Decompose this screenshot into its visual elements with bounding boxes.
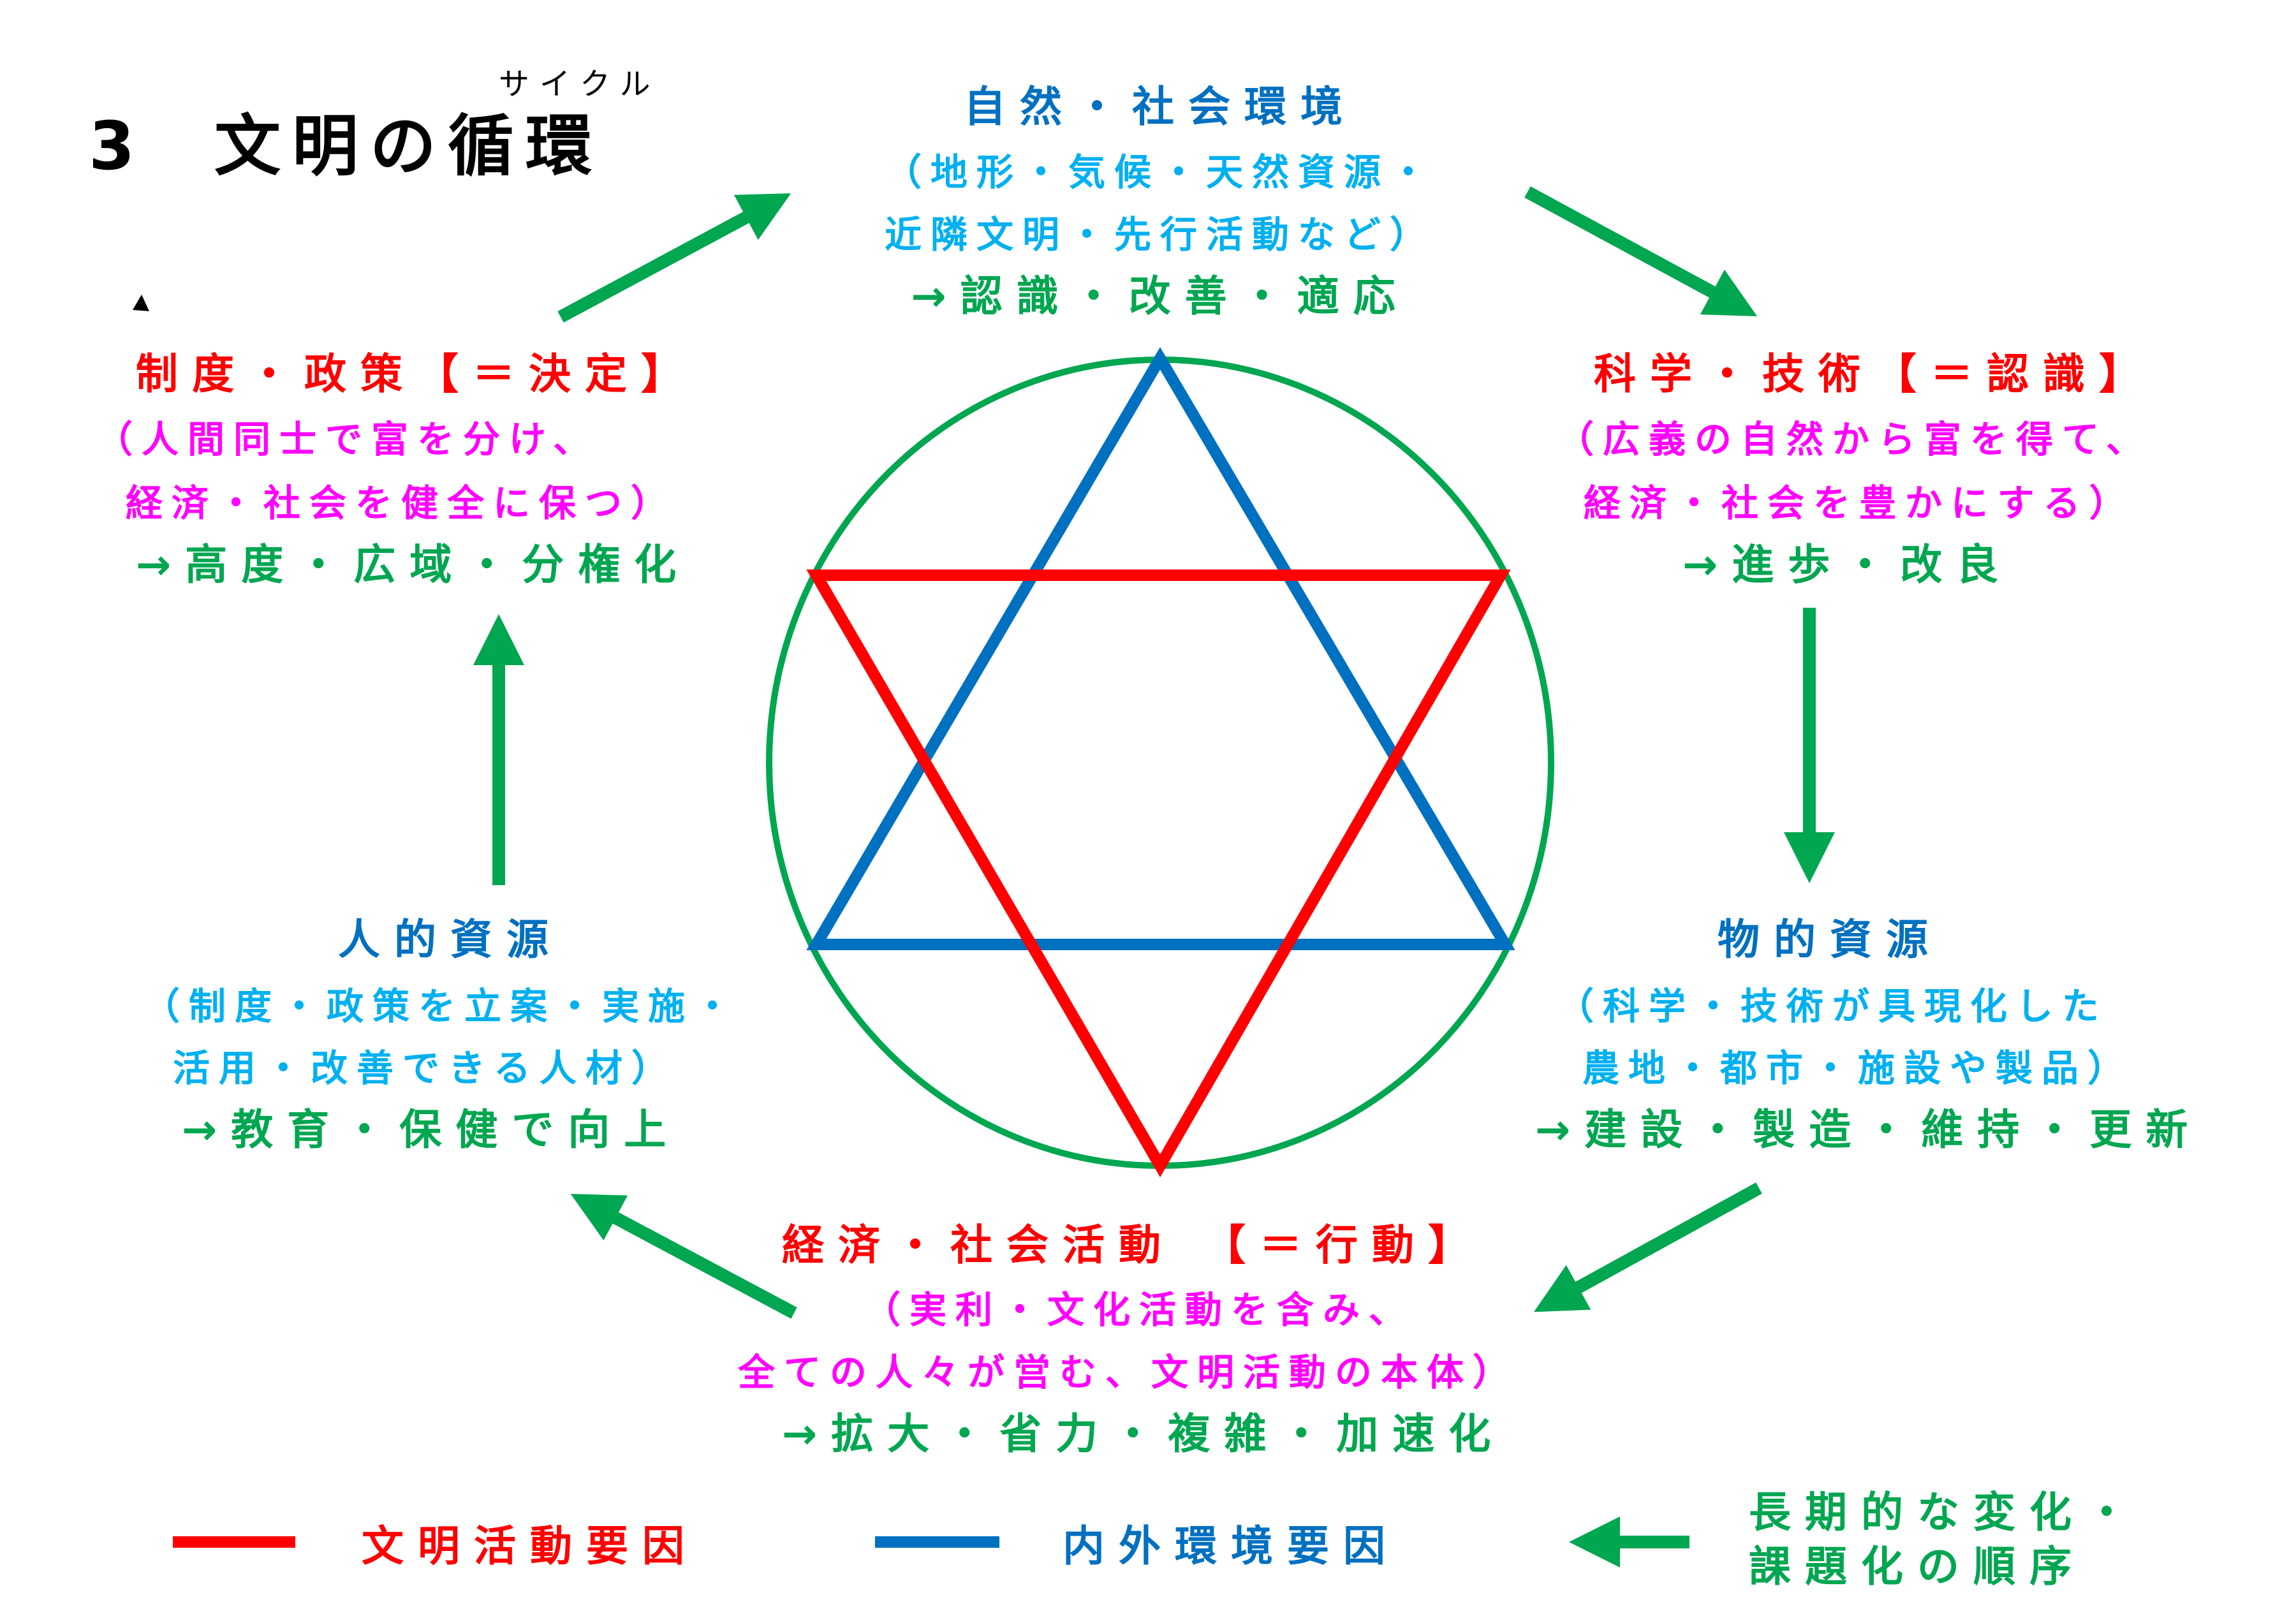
title-ruby: サイクル	[499, 66, 661, 102]
legend-arrow-label: 長期的な変化・	[1749, 1488, 2142, 1537]
node-material: 物的資源 （科学・技術が具現化した 農地・都市・施設や製品） →建設・製造・維持…	[1535, 915, 2202, 1154]
node-result: →認識・改善・適応	[911, 272, 1409, 321]
legend-arrow-label: 課題化の順序	[1749, 1542, 2086, 1591]
node-description: 経済・社会を豊かにする）	[1584, 481, 2135, 525]
legend: 文明活動要因 内外環境要因 長期的な変化・ 課題化の順序	[173, 1488, 2142, 1591]
node-description: （人間同士で富を分け、	[96, 418, 599, 461]
node-description: （広義の自然から富を得て、	[1557, 418, 2152, 461]
arrow-environment-to-science	[1524, 186, 1758, 317]
node-result: →高度・広域・分権化	[136, 540, 690, 589]
node-heading: 科学・技術【＝認識】	[1594, 349, 2155, 399]
environment-triangle	[806, 347, 1515, 950]
node-heading: 経済・社会活動 【＝行動】	[782, 1221, 1484, 1270]
node-description: （制度・政策を立案・実施・	[143, 985, 740, 1028]
arrow-material-to-economy	[1533, 1182, 1762, 1312]
node-result: →建設・製造・維持・更新	[1535, 1105, 2202, 1154]
node-description: （実利・文化活動を含み、	[864, 1288, 1415, 1332]
title-number: 3	[89, 107, 146, 185]
node-heading: 人的資源	[338, 915, 563, 964]
node-result: →教育・保健で向上	[182, 1105, 680, 1154]
arrow-economy-to-human	[570, 1194, 797, 1319]
node-heading: 制度・政策【＝決定】	[136, 349, 697, 399]
legend-activity-label: 文明活動要因	[362, 1522, 698, 1571]
legend-environment-label: 内外環境要因	[1063, 1522, 1399, 1571]
node-result: →拡大・省力・複雑・加速化	[782, 1409, 1505, 1458]
node-description: （地形・気候・天然資源・	[885, 151, 1436, 194]
activity-triangle	[806, 569, 1511, 1177]
node-description: 経済・社会を健全に保つ）	[126, 481, 677, 525]
node-description: 近隣文明・先行活動など）	[885, 213, 1436, 256]
node-heading: 物的資源	[1718, 915, 1942, 964]
small-triangle-mark	[133, 295, 149, 311]
node-human: 人的資源 （制度・政策を立案・実施・ 活用・改善できる人材） →教育・保健で向上	[143, 915, 740, 1154]
page-title: 文明の循環	[214, 107, 603, 185]
node-policy: 制度・政策【＝決定】 （人間同士で富を分け、 経済・社会を健全に保つ） →高度・…	[96, 349, 697, 589]
node-description: （科学・技術が具現化した	[1557, 985, 2108, 1028]
node-description: 農地・都市・施設や製品）	[1582, 1047, 2133, 1090]
node-heading: 自然・社会環境	[964, 82, 1357, 131]
node-description: 全ての人々が営む、文明活動の本体）	[737, 1351, 1519, 1394]
node-result: →進歩・改良	[1682, 540, 2012, 589]
node-science: 科学・技術【＝認識】 （広義の自然から富を得て、 経済・社会を豊かにする） →進…	[1557, 349, 2155, 589]
node-description: 活用・改善できる人材）	[173, 1047, 677, 1090]
cycle-circle	[766, 356, 1554, 1169]
arrow-policy-to-environment	[557, 193, 791, 323]
node-economy: 経済・社会活動 【＝行動】 （実利・文化活動を含み、 全ての人々が営む、文明活動…	[737, 1221, 1519, 1458]
node-environment: 自然・社会環境 （地形・気候・天然資源・ 近隣文明・先行活動など） →認識・改善…	[885, 82, 1436, 321]
